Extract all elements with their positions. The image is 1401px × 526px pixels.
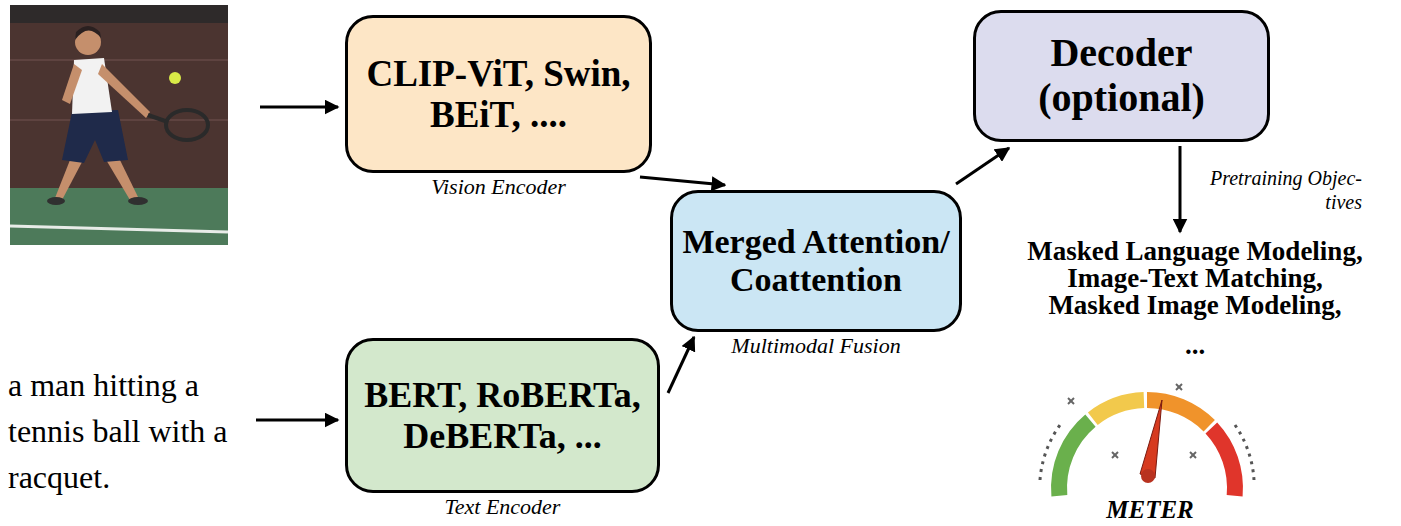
tennis-ball (169, 72, 181, 84)
player-arm (62, 64, 82, 104)
gauge-needle (1140, 400, 1162, 478)
encoder-box: BERT, RoBERTa, DeBERTa, ... Text Encoder (345, 338, 660, 519)
meter-title: METER (1106, 497, 1194, 522)
objective-item: Image-Text Matching, (1067, 263, 1322, 293)
box-caption: Multimodal Fusion (670, 334, 962, 358)
player-shoe (47, 197, 65, 205)
box-text: BERT, RoBERTa, DeBERTa, ... (354, 375, 651, 456)
encoder-box-outline: CLIP-ViT, Swin, BEiT, .... (345, 15, 652, 173)
box-text: Decoder (optional) (982, 31, 1261, 121)
input-arrow (260, 106, 338, 109)
decoder-box: Decoder (optional) (973, 10, 1270, 142)
input-caption: a man hitting a tennis ball with a racqu… (8, 362, 253, 500)
objective-item: Masked Image Modeling, (1048, 290, 1341, 320)
objective-item: Masked Language Modeling, (1027, 236, 1362, 266)
gauge-dots (1040, 425, 1060, 480)
gauge-hub (1141, 469, 1155, 483)
objective-item: ... (1185, 330, 1205, 360)
gauge-red (1206, 423, 1243, 497)
wall-line (10, 59, 228, 61)
player-shoe (128, 197, 148, 205)
court-line (10, 226, 228, 232)
fusion-box: Merged Attention/ CoattentionMultimodal … (670, 190, 962, 358)
decoder-box-outline: Decoder (optional) (973, 10, 1270, 142)
player-leg (55, 160, 82, 200)
gauge-dots (1235, 425, 1254, 480)
box-caption: Vision Encoder (345, 175, 652, 199)
player-hair (75, 26, 101, 40)
photo-background (10, 5, 228, 245)
box-text: CLIP-ViT, Swin, BEiT, .... (354, 53, 643, 136)
gauge-yellow (1088, 392, 1144, 425)
player-arm (98, 64, 150, 118)
player-shirt (72, 58, 112, 114)
objective-heading: Pretraining Objec- tives (1186, 166, 1362, 214)
player-shorts (62, 110, 128, 163)
gauge-sparkles (1068, 384, 1196, 458)
encoder-box: CLIP-ViT, Swin, BEiT, .... Vision Encoder (345, 15, 652, 199)
box-caption: Text Encoder (345, 495, 660, 519)
flow-arrow (640, 177, 725, 185)
flow-arrow (956, 148, 1009, 184)
box-text: Merged Attention/ Coattention (679, 223, 953, 299)
tennis-photo (10, 5, 228, 245)
objective-arrow (1179, 146, 1182, 232)
meter-gauge (1040, 384, 1254, 496)
fusion-box-outline: Merged Attention/ Coattention (670, 190, 962, 332)
encoder-box-outline: BERT, RoBERTa, DeBERTa, ... (345, 338, 660, 493)
court (10, 188, 228, 245)
fence-top (10, 5, 228, 23)
player-leg (105, 156, 138, 200)
input-arrow (256, 419, 338, 422)
flow-arrow (668, 337, 694, 393)
racquet-head (166, 110, 208, 140)
